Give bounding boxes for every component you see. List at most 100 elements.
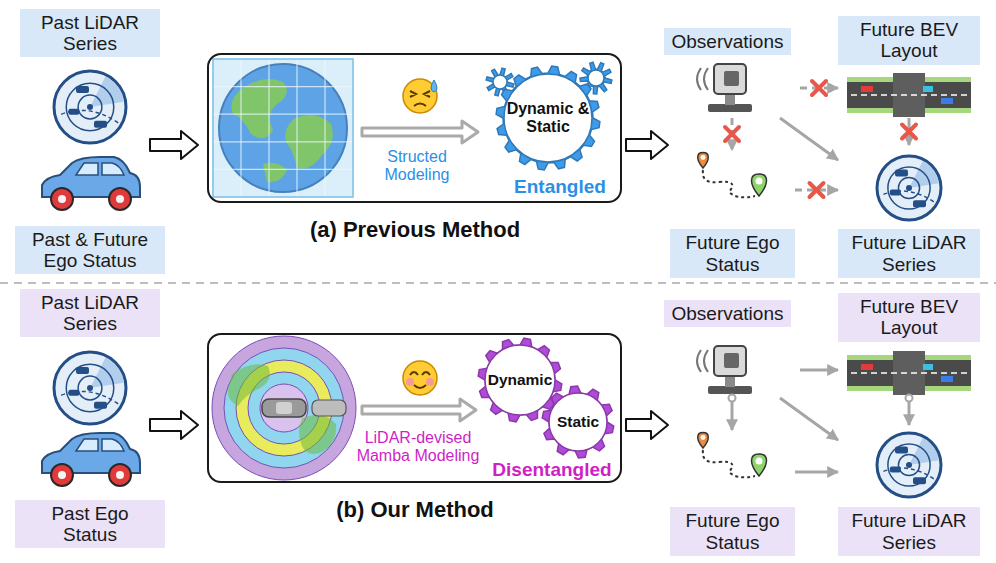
scan-ring: [66, 83, 114, 131]
lidar-scan-icon: [54, 71, 126, 143]
scan-ring: [78, 376, 102, 400]
input-label: Past LiDAR Series: [20, 289, 160, 338]
blocked-cross: [725, 127, 739, 141]
scan-sweep: [909, 438, 939, 465]
output-node: Future Ego Status: [670, 150, 795, 278]
flow-arrow: [800, 369, 838, 372]
cross-road: [893, 73, 925, 117]
input-label: Past LiDAR Series: [20, 9, 160, 58]
car-wheel: [109, 188, 131, 210]
lidar-scan-icon: [54, 352, 126, 424]
label-text: Future LiDAR Series: [838, 507, 980, 556]
sensor-window: [724, 71, 739, 86]
emoji-face: [403, 361, 437, 395]
model-text: Disentangled: [482, 459, 622, 480]
gear-icon: [542, 386, 614, 458]
scan-car: [895, 169, 908, 176]
pin-eye: [756, 178, 763, 185]
sensor-wave: [704, 68, 708, 90]
scan-center: [87, 385, 93, 391]
output-node: Observations: [655, 28, 800, 118]
blocked-cross: [812, 81, 826, 95]
label-text: Future Ego Status: [670, 229, 795, 278]
gear-icon-hub: [588, 70, 604, 86]
scan-car: [68, 390, 79, 396]
emoji-eyes: [410, 372, 430, 375]
scan-car: [68, 109, 79, 115]
location-pin: [698, 153, 709, 168]
figure-caption: (b) Our Method: [336, 497, 494, 523]
sensor-wave: [697, 68, 701, 90]
emoji-eyes: [410, 91, 430, 97]
hollow-arrow: [150, 131, 198, 159]
gear-icon: [478, 338, 562, 422]
car-hub: [58, 471, 66, 479]
sweat-drop: [431, 80, 437, 92]
model-frame: Dynamic & StaticStructed ModelingEntangl…: [207, 53, 622, 203]
scan-car: [890, 190, 901, 196]
cross-stroke: [725, 127, 739, 141]
car-hub: [116, 471, 124, 479]
sensor-body: [714, 64, 746, 94]
sensor-base: [708, 386, 752, 394]
scan-ring: [78, 95, 102, 119]
sensor-wave: [697, 350, 701, 372]
location-pin: [752, 174, 767, 196]
model-text: LiDAR-devised Mamba Modeling: [349, 429, 487, 465]
cross-stroke: [812, 81, 826, 95]
scan-disc: [877, 433, 941, 497]
scan-ring: [888, 167, 930, 209]
output-node: Future LiDAR Series: [838, 425, 980, 556]
gear-icon-hub: [504, 74, 592, 162]
gear-text: Static: [548, 413, 608, 430]
car-body: [262, 399, 306, 417]
scan-sweep: [90, 77, 124, 107]
car-hub: [58, 195, 66, 203]
location-pin: [698, 433, 709, 448]
gear-icon-hub: [493, 75, 507, 89]
scan-center: [87, 104, 93, 110]
lidar-sensor-icon: [697, 64, 752, 112]
car-window: [102, 439, 124, 451]
trajectory-icon: [698, 153, 767, 198]
ring-globe: [212, 336, 356, 480]
label-text: Future LiDAR Series: [838, 229, 980, 278]
car-body: [312, 400, 346, 416]
car-window: [76, 163, 98, 175]
lane-mark: [851, 94, 967, 96]
ego-car-icon: [42, 157, 140, 210]
road-car: [861, 364, 873, 370]
label-text: Past LiDAR Series: [20, 289, 160, 338]
scan-car: [94, 402, 107, 409]
flow-arrow: [780, 118, 838, 160]
hollow-arrow: [150, 411, 198, 439]
scan-sweep: [909, 161, 939, 188]
globe-land: [228, 364, 270, 406]
scan-sweep: [90, 358, 124, 388]
gear-dynamic: Dynamic: [482, 371, 558, 388]
trajectory-line: [703, 170, 755, 197]
emoji-face: [403, 79, 437, 113]
center-car: [262, 399, 346, 417]
emoji-mouth: [414, 104, 426, 107]
label-text: Future BEV Layout: [838, 16, 980, 65]
voxel-cube: [213, 59, 353, 197]
pin-eye: [756, 458, 763, 465]
hollow-arrow: [626, 411, 668, 439]
gear-cluster: Dynamic & Static: [506, 100, 590, 136]
label-text: Past Ego Status: [15, 500, 165, 549]
hollow-arrow: [626, 131, 668, 159]
car-wheel: [51, 188, 73, 210]
scan-car: [94, 121, 107, 128]
scan-disc: [54, 352, 126, 424]
gear-icon: [496, 66, 600, 170]
scan-car: [895, 446, 908, 453]
trajectory-icon: [698, 433, 767, 478]
road-car: [923, 364, 933, 370]
scan-car: [76, 86, 89, 93]
output-node: Future LiDAR Series: [838, 145, 980, 278]
label-text: Past & Future Ego Status: [15, 226, 165, 275]
road-car: [941, 376, 953, 382]
cross-stroke: [812, 81, 826, 95]
cross-stroke: [902, 125, 916, 139]
